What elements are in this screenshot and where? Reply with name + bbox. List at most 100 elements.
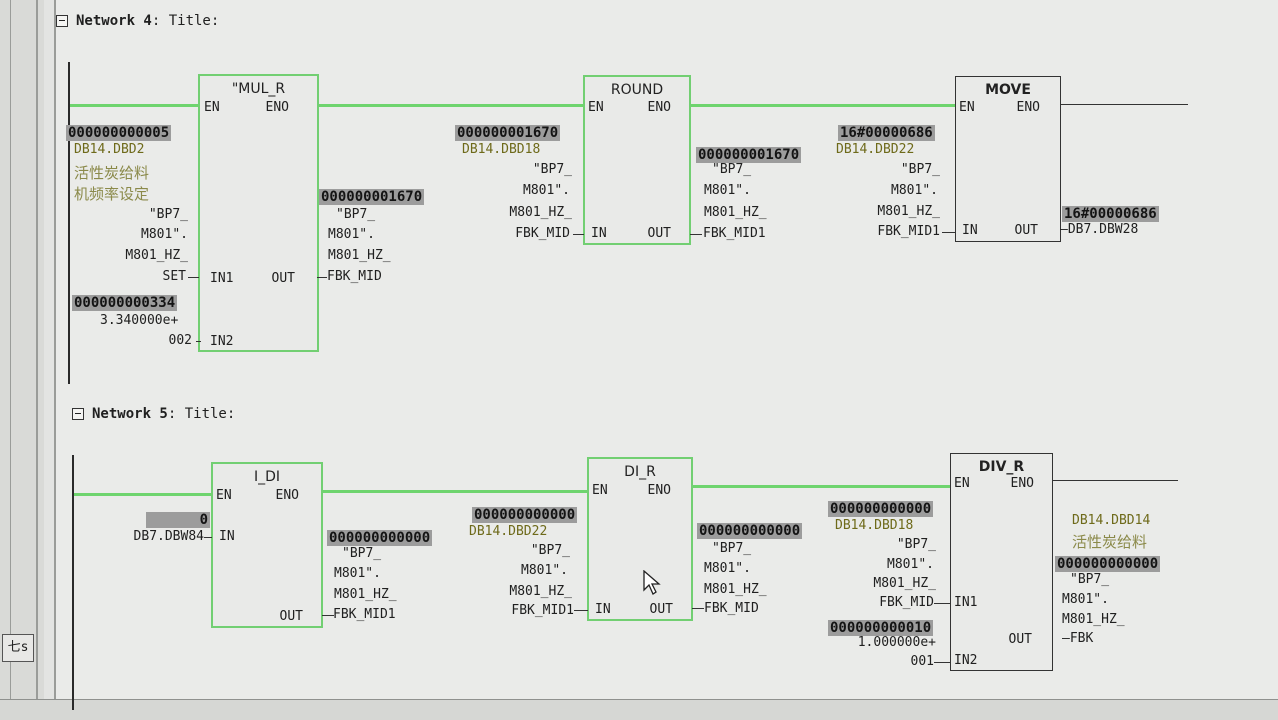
pin-in: IN bbox=[219, 529, 235, 544]
out-symbol: FBK_MID bbox=[327, 269, 382, 284]
block-name: DI_R bbox=[624, 464, 656, 480]
in1-connector bbox=[934, 603, 951, 604]
in1-value: 000000000000 bbox=[828, 501, 934, 517]
in1-comment: 活性炭给料 bbox=[74, 164, 150, 182]
in1-symbol: "BP7_ bbox=[896, 537, 936, 552]
network-number: Network 5 bbox=[92, 406, 168, 422]
in1-symbol: M801". bbox=[141, 227, 188, 242]
pin-eno: ENO bbox=[1010, 476, 1034, 491]
in1-value: 000000000005 bbox=[66, 125, 172, 141]
wire-eno-en bbox=[322, 490, 588, 493]
pin-en: EN bbox=[204, 100, 220, 115]
block-name: MOVE bbox=[985, 82, 1031, 98]
in2-value: 000000000334 bbox=[72, 295, 178, 311]
pin-en: EN bbox=[959, 100, 975, 115]
pin-eno: ENO bbox=[275, 488, 299, 503]
network-4-header[interactable]: Network 4: Title: bbox=[56, 13, 219, 29]
block-name: ROUND bbox=[610, 82, 664, 98]
out-connector bbox=[317, 277, 327, 278]
network-5-header[interactable]: Network 5: Title: bbox=[72, 406, 235, 422]
out-value: 000000001670 bbox=[319, 189, 425, 205]
in2-text: 3.340000e+ bbox=[100, 313, 179, 328]
out-value: 000000001670 bbox=[696, 147, 802, 163]
out-symbol: M801". bbox=[328, 227, 375, 242]
block-name: "MUL_R bbox=[231, 81, 286, 97]
move-block[interactable]: MOVE EN ENO IN OUT bbox=[955, 76, 1061, 242]
in-symbol: M801_HZ_ bbox=[509, 205, 572, 220]
editor-border bbox=[54, 0, 56, 712]
in-symbol: "BP7_ bbox=[532, 162, 572, 177]
block-name: DIV_R bbox=[978, 459, 1025, 475]
wire-eno-en bbox=[692, 485, 952, 488]
in1-symbol: FBK_MID bbox=[879, 595, 934, 610]
out-symbol: "BP7_ bbox=[336, 207, 376, 222]
out-value: 000000000000 bbox=[697, 523, 803, 539]
pin-in: IN bbox=[591, 226, 607, 241]
out-symbol: M801_HZ_ bbox=[328, 248, 391, 263]
in2-connector bbox=[934, 662, 951, 663]
out-address: DB14.DBD14 bbox=[1072, 513, 1151, 528]
pin-en: EN bbox=[216, 488, 232, 503]
in1-symbol: M801_HZ_ bbox=[125, 248, 188, 263]
di-r-block[interactable]: DI_R EN ENO IN OUT bbox=[587, 457, 693, 621]
out-symbol: "BP7_ bbox=[712, 541, 752, 556]
in-symbol: FBK_MID1 bbox=[511, 603, 574, 618]
collapse-icon[interactable] bbox=[56, 15, 68, 27]
in-value: 16#00000686 bbox=[838, 125, 935, 141]
pin-eno: ENO bbox=[1016, 100, 1040, 115]
pin-eno: ENO bbox=[647, 483, 671, 498]
div-r-block[interactable]: DIV_R EN ENO IN1 OUT IN2 bbox=[950, 453, 1053, 671]
in-address: DB14.DBD18 bbox=[462, 142, 541, 157]
in1-symbol: "BP7_ bbox=[148, 207, 188, 222]
out-symbol: "BP7_ bbox=[712, 162, 752, 177]
out-symbol: "BP7_ bbox=[1070, 572, 1110, 587]
in-symbol: M801_HZ_ bbox=[877, 204, 940, 219]
wire-en bbox=[70, 104, 199, 107]
in-connector bbox=[573, 234, 584, 235]
in-address: DB14.DBD22 bbox=[469, 524, 548, 539]
out-value: 000000000000 bbox=[327, 530, 433, 546]
out-symbol: M801". bbox=[1062, 592, 1109, 607]
mul-r-block[interactable]: "MUL_R EN ENO IN1 OUT IN2 bbox=[198, 74, 319, 352]
pin-in1: IN1 bbox=[954, 595, 978, 610]
panel-border bbox=[36, 0, 38, 700]
out-connector bbox=[690, 234, 702, 235]
wire-eno-out bbox=[1060, 104, 1188, 105]
in-symbol: "BP7_ bbox=[900, 162, 940, 177]
in-connector bbox=[574, 610, 588, 611]
i-di-block[interactable]: I_DI EN ENO IN OUT bbox=[211, 462, 323, 628]
pin-in: IN bbox=[962, 223, 978, 238]
out-symbol: FBK_MID1 bbox=[333, 607, 396, 622]
panel-border bbox=[10, 0, 11, 700]
bottom-bar bbox=[0, 699, 1278, 720]
in1-connector bbox=[188, 277, 199, 278]
round-block[interactable]: ROUND EN ENO IN OUT bbox=[583, 75, 691, 245]
in1-symbol: SET bbox=[162, 269, 186, 284]
in1-address: DB14.DBD18 bbox=[835, 518, 914, 533]
out-comment: 活性炭给料 bbox=[1072, 533, 1148, 551]
in2-text: 1.000000e+ bbox=[857, 635, 936, 650]
in1-symbol: M801". bbox=[887, 557, 934, 572]
collapse-icon[interactable] bbox=[72, 408, 84, 420]
in-connector bbox=[204, 537, 212, 538]
in-symbol: M801_HZ_ bbox=[509, 584, 572, 599]
pin-out: OUT bbox=[279, 609, 303, 624]
network-title: : Title: bbox=[151, 13, 220, 29]
wire-en bbox=[74, 493, 212, 496]
out-connector bbox=[692, 608, 704, 609]
in1-comment: 机频率设定 bbox=[74, 185, 150, 203]
pin-en: EN bbox=[588, 100, 604, 115]
pin-out: OUT bbox=[1008, 632, 1032, 647]
in-value: 0 bbox=[146, 512, 210, 528]
power-rail bbox=[68, 62, 70, 384]
out-symbol: FBK_MID bbox=[704, 601, 759, 616]
out-symbol: M801". bbox=[334, 566, 381, 581]
power-rail bbox=[72, 455, 74, 710]
in-address: DB14.DBD22 bbox=[836, 142, 915, 157]
out-symbol: M801". bbox=[704, 183, 751, 198]
pin-out: OUT bbox=[1014, 223, 1038, 238]
network-title: : Title: bbox=[167, 406, 236, 422]
in-symbol: M801". bbox=[521, 563, 568, 578]
wire-eno-out bbox=[1052, 480, 1178, 481]
side-tab[interactable]: 七s bbox=[2, 634, 34, 662]
